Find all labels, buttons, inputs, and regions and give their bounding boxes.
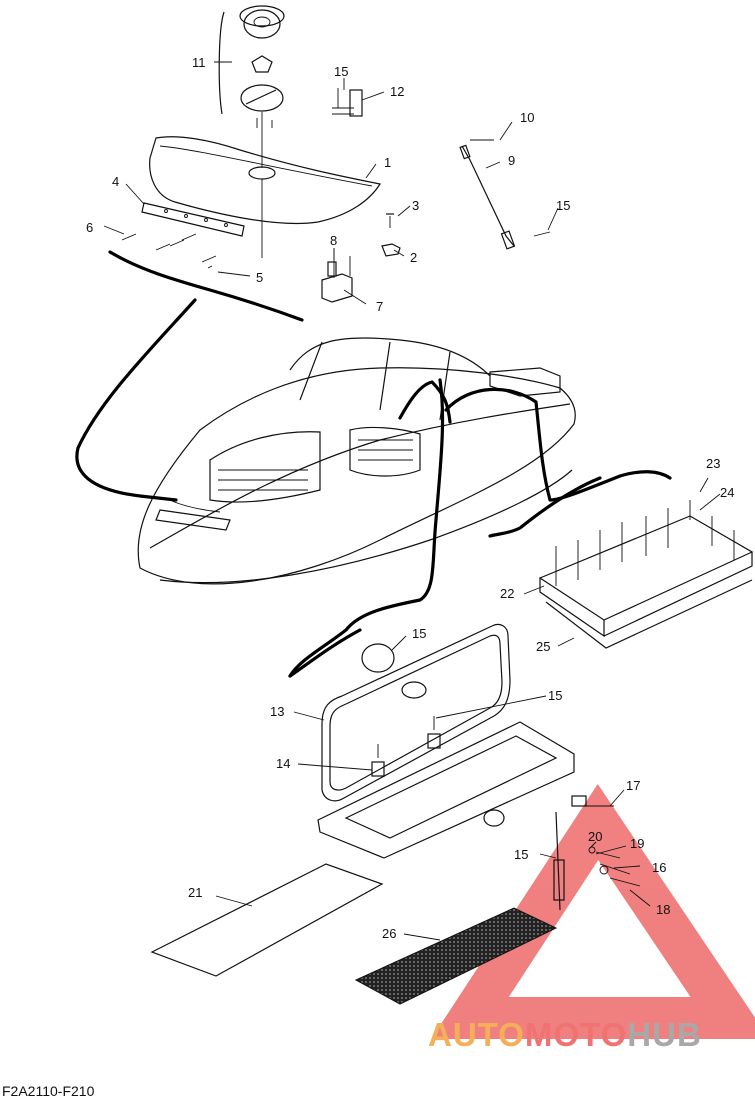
leader-lines (103, 61, 721, 941)
part-panel-tray (538, 500, 754, 649)
callout-15-lid: 15 (548, 688, 562, 703)
callout-21: 19 (630, 836, 644, 851)
part-hatch-assembly (218, 5, 285, 168)
callout-19: 17 (626, 778, 640, 793)
callout-labels: 11 15 12 10 9 1 4 3 15 6 8 2 5 7 23 24 2… (86, 55, 734, 941)
callout-16: 15 (412, 626, 426, 641)
callout-14: 14 (276, 756, 290, 771)
part-support-rod (459, 139, 551, 250)
part-hinge-bar (121, 202, 245, 269)
part-knob-screw (381, 213, 401, 257)
part-hatch-frame (317, 721, 575, 859)
callout-8: 8 (330, 233, 337, 248)
harness-cables (75, 250, 672, 678)
part-bracket-small (332, 88, 363, 117)
callout-27: 25 (536, 639, 550, 654)
callout-25: 23 (706, 456, 720, 471)
callout-23: 21 (188, 885, 202, 900)
callout-20: 18 (656, 902, 670, 917)
part-deck-panel (149, 136, 381, 258)
callout-11: 11 (192, 55, 206, 70)
watermark-text-moto: MOTO (525, 1016, 627, 1053)
part-gas-strut (553, 795, 641, 911)
callout-10: 10 (520, 110, 534, 125)
callout-26: 24 (720, 485, 734, 500)
callout-7: 7 (376, 299, 383, 314)
callout-22: 20 (588, 829, 602, 844)
boat-hull-illustration (137, 337, 576, 585)
part-mat (150, 863, 384, 977)
callout-28: 26 (382, 926, 396, 941)
part-latch (321, 248, 353, 303)
callout-2: 2 (410, 250, 417, 265)
figure-code: F2A2110-F210 (2, 1083, 95, 1098)
watermark-text-hub: HUB (627, 1016, 702, 1053)
callout-6: 6 (86, 220, 93, 235)
part-hatch-lid (321, 623, 511, 802)
callout-24: 22 (500, 586, 514, 601)
callout-13: 13 (270, 704, 284, 719)
callout-3: 3 (412, 198, 419, 213)
part-grip-tape (354, 907, 558, 1005)
watermark-text: AUTOMOTOHUB (428, 1016, 702, 1053)
callout-18: 16 (652, 860, 666, 875)
callout-4: 4 (112, 174, 119, 189)
callout-15-top: 15 (334, 64, 348, 79)
callout-5: 5 (256, 270, 263, 285)
callout-15-rod: 15 (556, 198, 570, 213)
callout-17: 15 (514, 847, 528, 862)
callout-1: 1 (384, 155, 391, 170)
callout-9: 9 (508, 153, 515, 168)
callout-12: 12 (390, 84, 404, 99)
watermark-text-auto: AUTO (428, 1016, 525, 1053)
